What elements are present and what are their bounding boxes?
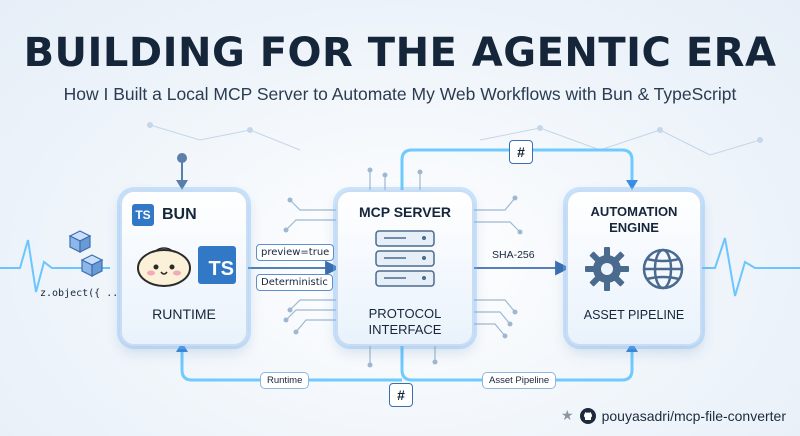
github-icon xyxy=(579,407,596,424)
schema-snippet: z.object({ ... }) xyxy=(40,288,143,299)
bun-title: BUN xyxy=(162,206,197,223)
cube-icon xyxy=(68,230,104,277)
automation-engine-card: AUTOMATION ENGINE ASSET PIPELINE xyxy=(566,190,702,346)
engine-label: ASSET PIPELINE xyxy=(583,308,685,322)
hash-bottom-icon: # xyxy=(389,383,413,407)
bun-mascot-icon xyxy=(137,247,191,287)
globe-icon xyxy=(642,248,684,290)
gear-icon xyxy=(585,247,629,291)
engine-title-line1: AUTOMATION xyxy=(590,204,678,219)
page-title: BUILDING FOR THE AGENTIC ERA xyxy=(23,30,777,76)
sha-label: SHA-256 xyxy=(492,249,535,261)
deterministic-label: Deterministic xyxy=(256,274,333,291)
preview-label: preview=true xyxy=(256,244,335,261)
bun-runtime-card: TS BUN TS RUNTIME xyxy=(120,190,248,346)
engine-title-line2: ENGINE xyxy=(609,220,659,235)
runtime-tag: Runtime xyxy=(260,372,310,389)
mcp-label-line2: INTERFACE xyxy=(368,322,442,337)
page-subtitle: How I Built a Local MCP Server to Automa… xyxy=(63,84,737,104)
hash-top-icon: # xyxy=(509,140,533,164)
mcp-title: MCP SERVER xyxy=(358,204,452,220)
bun-label: RUNTIME xyxy=(152,306,216,322)
asset-pipeline-tag: Asset Pipeline xyxy=(482,372,557,389)
ts-logo-icon: TS xyxy=(198,246,236,284)
star-icon: ★ xyxy=(561,407,574,423)
repo-link[interactable]: pouyasadri/mcp-file-converter xyxy=(601,407,786,424)
mcp-server-card: MCP SERVER PROTOCOL INTERFACE xyxy=(336,190,474,346)
mcp-label-line1: PROTOCOL xyxy=(368,306,442,321)
ts-badge: TS xyxy=(132,204,154,226)
server-icon xyxy=(375,230,435,287)
repo-footer[interactable]: ★ pouyasadri/mcp-file-converter xyxy=(561,407,786,424)
